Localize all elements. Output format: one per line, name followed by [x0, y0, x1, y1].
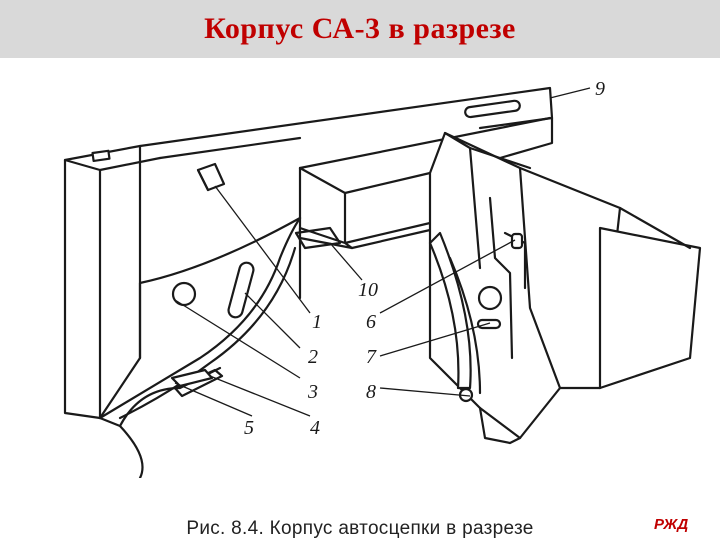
- coupler-body-drawing: 1 2 3 4 5 6 7 8 9 10: [63, 78, 702, 478]
- callout-9: 9: [595, 78, 605, 100]
- callout-2: 2: [308, 346, 318, 368]
- title-bar: Корпус СА-3 в разрезе: [0, 0, 720, 58]
- coupler-body-diagram: 1 2 3 4 5 6 7 8 9 10 Рис. 8.4. Корпус ав…: [0, 58, 720, 540]
- callout-7: 7: [366, 346, 377, 368]
- rzd-logo-text: РЖД: [654, 516, 688, 533]
- callout-3: 3: [307, 381, 318, 403]
- callout-8: 8: [366, 381, 376, 403]
- coupler-head: [428, 131, 702, 445]
- leader-lines: [174, 87, 591, 417]
- tail-block: [63, 144, 162, 420]
- rzd-logo: РЖД: [654, 516, 688, 533]
- callout-4: 4: [310, 417, 320, 439]
- callout-10: 10: [358, 279, 378, 301]
- slide-title: Корпус СА-3 в разрезе: [204, 12, 516, 45]
- callout-6: 6: [366, 311, 376, 333]
- callout-5: 5: [244, 417, 254, 439]
- figure-caption: Рис. 8.4. Корпус автосцепки в разрезе: [186, 518, 534, 539]
- callout-1: 1: [312, 311, 322, 333]
